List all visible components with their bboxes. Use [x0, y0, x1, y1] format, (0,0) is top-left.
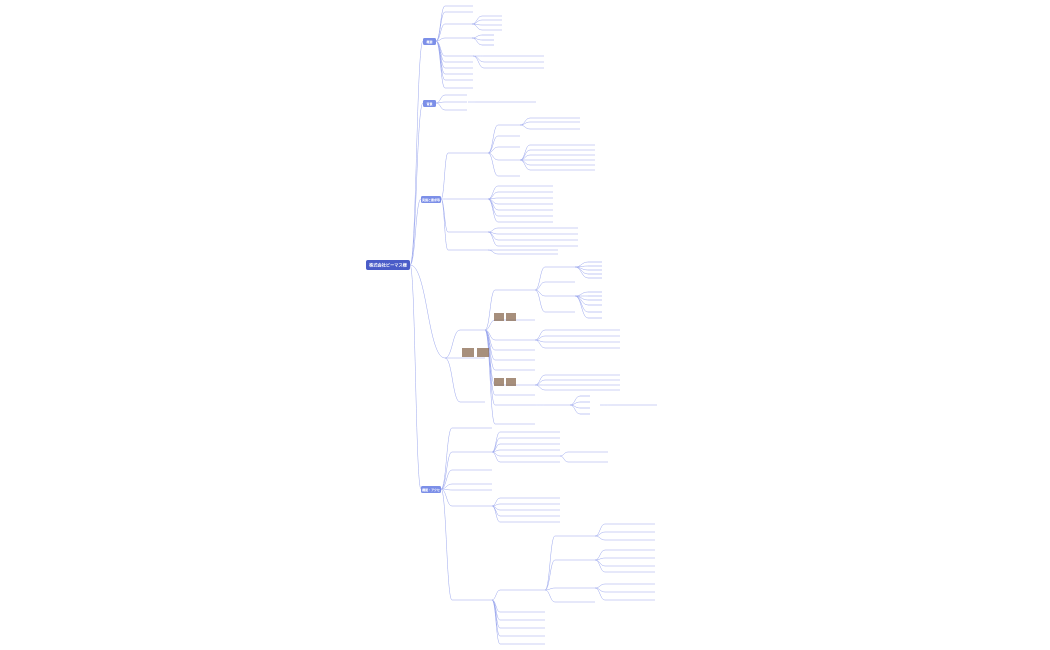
connector-line: [484, 319, 496, 331]
photo-layer: [462, 313, 516, 386]
connector-line: [435, 37, 446, 42]
connector-line: [519, 159, 531, 166]
connector-line: [471, 34, 483, 39]
connector-line: [574, 295, 589, 319]
connector-line: [544, 535, 556, 591]
connector-line: [491, 431, 501, 453]
connector-line: [487, 227, 499, 233]
connector-layer: [409, 5, 612, 645]
connector-line: [409, 264, 446, 359]
connector-line: [409, 102, 424, 266]
branch-node-requirements[interactable]: 実施と要求等: [421, 196, 441, 203]
photo-thumbnail[interactable]: [506, 378, 516, 386]
connector-line: [574, 295, 589, 313]
connector-line: [487, 152, 499, 161]
connector-line: [440, 488, 453, 601]
connector-line: [487, 124, 499, 154]
leaf-layer: [445, 5, 657, 645]
connector-line: [574, 266, 589, 279]
connector-line: [435, 23, 446, 42]
connector-line: [435, 102, 446, 111]
connector-line: [487, 249, 499, 255]
connector-line: [471, 23, 483, 31]
connector-line: [487, 146, 499, 154]
connector-line: [594, 535, 606, 541]
connector-line: [594, 587, 606, 601]
connector-line: [435, 40, 446, 75]
connector-line: [559, 455, 569, 463]
connector-line: [435, 5, 446, 42]
connector-line: [440, 488, 453, 507]
connector-line: [487, 231, 499, 247]
connector-line: [444, 329, 461, 359]
connector-line: [409, 40, 424, 266]
photo-thumbnail[interactable]: [477, 348, 489, 357]
connector-line: [594, 559, 606, 567]
connector-line: [472, 55, 485, 69]
connector-line: [574, 291, 589, 297]
connector-line: [435, 11, 446, 42]
connector-line: [444, 357, 461, 403]
connector-line: [440, 469, 453, 490]
connector-line: [491, 505, 501, 523]
connector-line: [440, 427, 453, 490]
connector-line: [435, 40, 446, 81]
connector-line: [534, 289, 546, 297]
branch-node-background[interactable]: 背景: [423, 100, 436, 107]
connector-line: [484, 289, 496, 331]
connector-line: [484, 329, 496, 425]
connector-line: [544, 589, 556, 603]
connector-line: [594, 583, 606, 589]
connector-line: [440, 198, 449, 251]
connector-line: [440, 488, 453, 491]
connector-line: [544, 587, 556, 591]
connector-line: [409, 198, 422, 266]
connector-line: [519, 159, 531, 171]
root-node[interactable]: 株式会社ビーマス様: [366, 260, 410, 270]
connector-line: [472, 55, 485, 63]
connector-line: [409, 264, 422, 490]
connector-line: [491, 589, 501, 601]
photo-thumbnail[interactable]: [494, 313, 504, 321]
branch-node-features[interactable]: 機能・アクセ: [421, 486, 441, 493]
connector-line: [594, 557, 606, 561]
connector-line: [491, 599, 501, 645]
photo-thumbnail[interactable]: [494, 378, 504, 386]
connector-line: [534, 379, 546, 386]
branch-node-label: 実施と要求等: [421, 197, 440, 202]
connector-line: [594, 559, 606, 573]
connector-line: [491, 503, 501, 507]
connector-line: [491, 451, 501, 463]
branch-node-label: 背景: [426, 101, 432, 106]
connector-line: [559, 451, 569, 457]
connector-line: [534, 329, 546, 341]
connector-line: [534, 289, 546, 313]
connector-line: [487, 135, 499, 154]
connector-line: [487, 152, 499, 177]
branch-node-label: 概要: [425, 39, 432, 44]
connector-line: [519, 124, 531, 130]
photo-thumbnail[interactable]: [506, 313, 516, 321]
branch-node-label: 機能・アクセ: [422, 487, 440, 492]
connector-line: [471, 37, 483, 46]
connector-line: [534, 339, 546, 349]
connector-line: [534, 281, 546, 291]
connector-line: [534, 266, 546, 291]
photo-thumbnail[interactable]: [462, 348, 474, 357]
connector-line: [569, 404, 581, 415]
connector-line: [440, 451, 453, 490]
connector-line: [594, 549, 606, 561]
root-node-label: 株式会社ビーマス様: [369, 262, 408, 269]
connector-line: [435, 40, 446, 89]
connector-line: [519, 117, 531, 126]
connector-line: [484, 329, 496, 406]
connector-line: [544, 559, 556, 591]
connector-line: [440, 152, 449, 200]
connector-line: [487, 198, 499, 223]
branch-node-overview[interactable]: 概要: [423, 38, 436, 45]
connector-line: [534, 384, 546, 391]
connector-line: [574, 265, 589, 268]
